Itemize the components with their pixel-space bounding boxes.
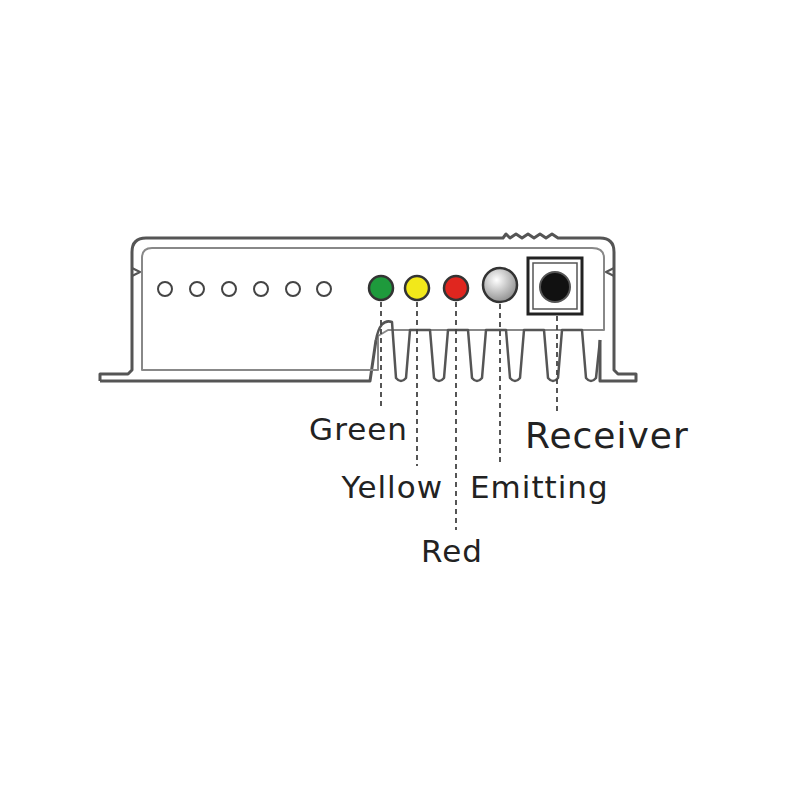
red-led xyxy=(444,276,468,300)
indicator-hole xyxy=(286,282,300,296)
receiver-window xyxy=(528,258,582,314)
leader-line xyxy=(499,304,501,466)
indicator-hole xyxy=(222,282,236,296)
part-label: Green xyxy=(309,414,408,445)
part-label: Yellow xyxy=(342,472,443,503)
leader-line xyxy=(416,302,418,466)
indicator-hole xyxy=(190,282,204,296)
inner-wall xyxy=(142,248,604,370)
indicator-hole xyxy=(158,282,172,296)
housing-outline xyxy=(100,234,636,381)
indicator-hole xyxy=(317,282,331,296)
part-label: Receiver xyxy=(525,418,689,454)
receiver-frame xyxy=(533,263,577,309)
emitter-lens xyxy=(483,268,517,302)
green-led xyxy=(369,276,393,300)
leader-line xyxy=(455,302,457,530)
leader-line xyxy=(556,316,558,412)
part-label: Emitting xyxy=(470,472,609,503)
receiver-lens xyxy=(540,272,570,302)
indicator-hole xyxy=(254,282,268,296)
part-label: Red xyxy=(421,536,483,567)
yellow-led xyxy=(405,276,429,300)
heat-fins xyxy=(376,321,600,381)
leader-line xyxy=(380,302,382,408)
